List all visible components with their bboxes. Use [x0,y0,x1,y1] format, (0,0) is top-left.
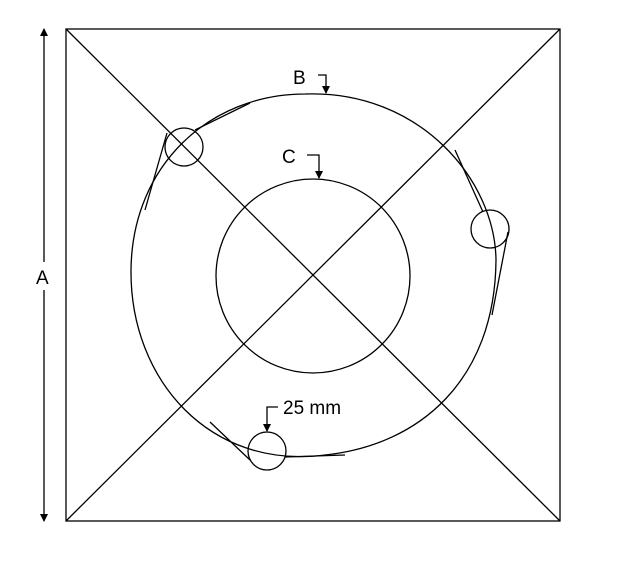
label-c-leader [307,154,323,179]
hole-size-leader [263,406,278,432]
hole-right [470,209,510,249]
tangent-line [454,149,484,213]
dimension-a-label-bg [32,262,56,290]
diagonal-2 [65,28,561,522]
dimension-a-label: A [36,268,49,289]
tangent-line [491,231,509,316]
hole-size-label: 25 mm [283,398,341,419]
label-b: B [293,68,306,89]
tangent-line [194,102,251,131]
hole-bottom [247,431,287,471]
label-c: C [282,147,296,168]
tangent-line [144,132,168,211]
plate-square [65,28,561,522]
hole-top-left [164,127,204,167]
tangent-line [209,421,251,461]
circle-c [215,178,411,374]
tangent-line [284,454,346,458]
label-b-leader [318,74,330,94]
